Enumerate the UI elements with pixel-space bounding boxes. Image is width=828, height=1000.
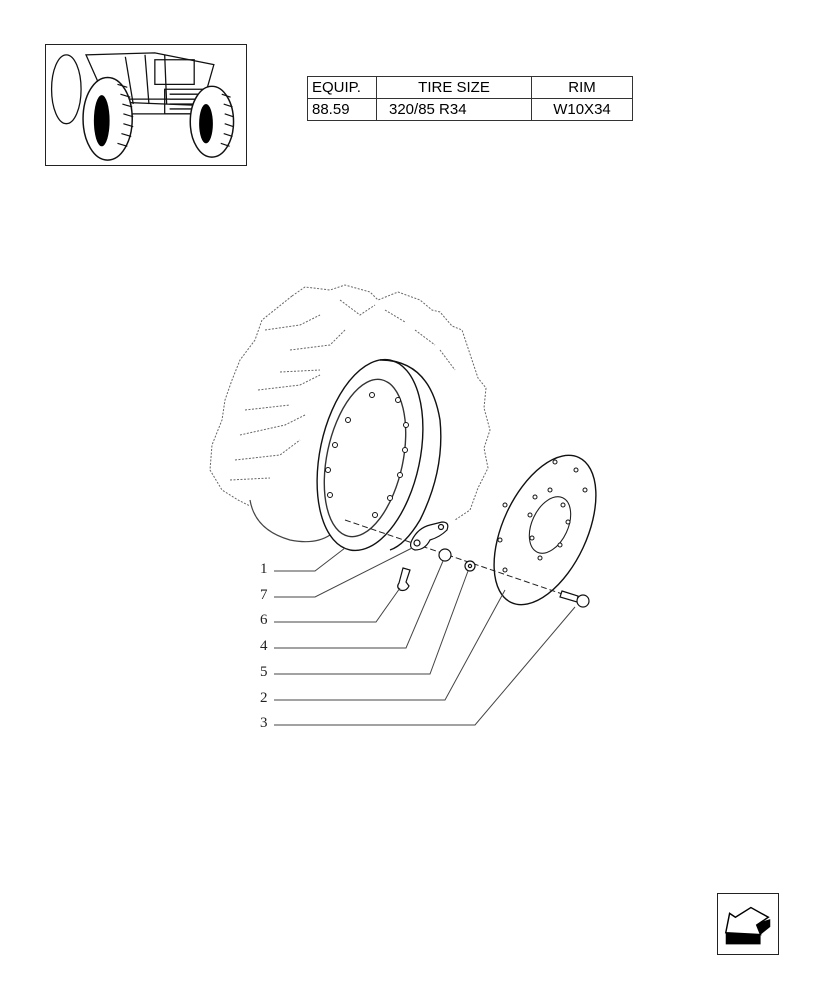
- header-equip: EQUIP.: [307, 76, 377, 99]
- cell-rim: W10X34: [531, 98, 633, 121]
- callout-2: 2: [260, 690, 268, 706]
- tire-illustration: [209, 284, 491, 521]
- rim-part-1: [316, 358, 442, 552]
- table-row: 88.59 320/85 R34 W10X34: [307, 98, 633, 121]
- washer-part-5: [464, 560, 476, 572]
- callout-3: 3: [260, 715, 268, 731]
- cell-equip: 88.59: [307, 98, 377, 121]
- spec-table: EQUIP. TIRE SIZE RIM 88.59 320/85 R34 W1…: [307, 76, 633, 121]
- callout-6: 6: [260, 612, 268, 628]
- callout-7: 7: [260, 587, 268, 603]
- callout-1: 1: [260, 561, 268, 577]
- callout-4: 4: [260, 638, 268, 654]
- tractor-front-wheels-icon: [50, 52, 235, 161]
- bolt-part-3: [559, 590, 590, 608]
- nut-part-4: [438, 548, 452, 562]
- clamp-part-7: [409, 521, 449, 551]
- tractor-thumbnail: [45, 44, 247, 166]
- valve-part-6: [397, 567, 411, 592]
- disc-part-2: [493, 454, 597, 606]
- next-page-arrow-icon: [724, 906, 771, 945]
- callout-5: 5: [260, 664, 268, 680]
- next-page-button[interactable]: [717, 893, 779, 955]
